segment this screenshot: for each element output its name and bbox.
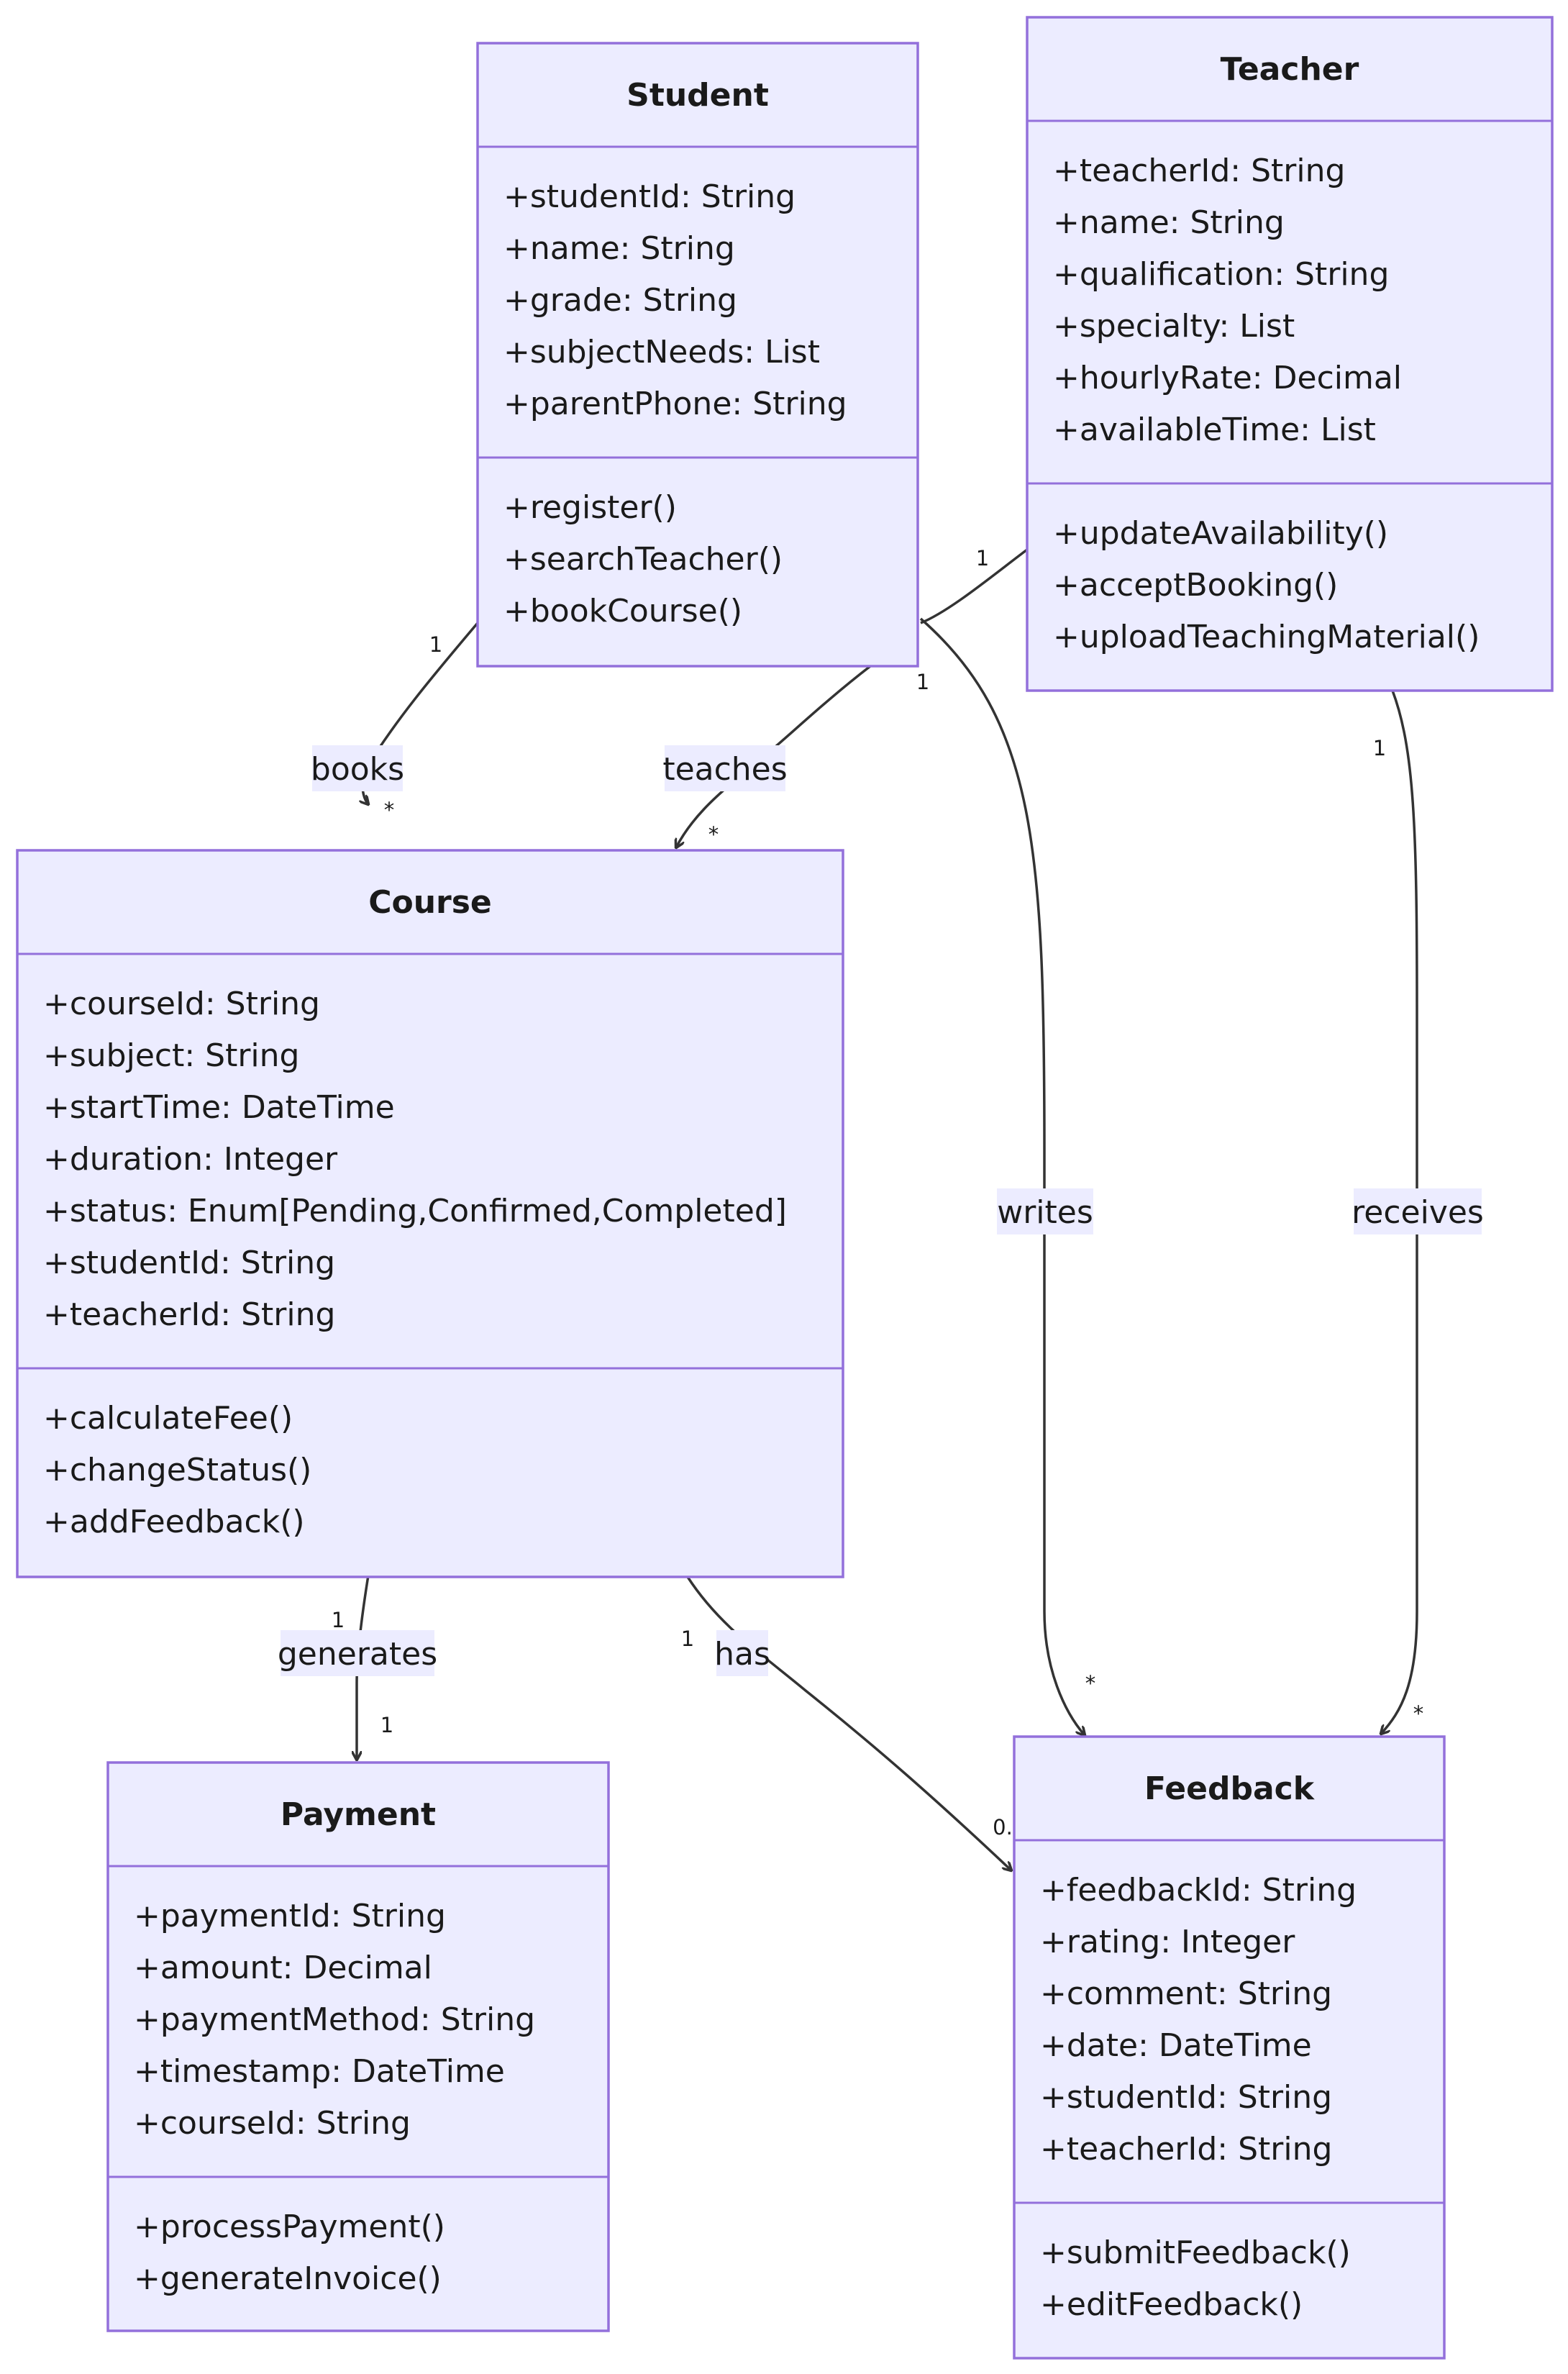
class-course: Course +courseId: String +subject: String +…: [16, 849, 844, 1578]
teacher-attribute: +availableTime: List: [1053, 411, 1376, 448]
teaches-label-bg: [665, 745, 785, 791]
payment-attribute: +paymentMethod: String: [134, 2001, 535, 2038]
student-attribute: +grade: String: [503, 282, 737, 319]
teaches-from-multiplicity: 1: [976, 546, 989, 570]
relation-generates: generates 1 1: [278, 1575, 437, 1760]
class-student: Student +studentId: String +name: String +g…: [476, 42, 919, 668]
course-attribute: +studentId: String: [43, 1245, 335, 1281]
student-class-name: Student: [626, 77, 769, 114]
payment-method: +processPayment(): [134, 2209, 445, 2245]
teacher-method: +updateAvailability(): [1053, 515, 1388, 552]
payment-box: [106, 1761, 610, 2332]
teaches-to-multiplicity: *: [708, 822, 719, 847]
receives-from-multiplicity: 1: [1373, 736, 1386, 760]
class-payment: Payment +paymentId: String +amount: Decima…: [106, 1761, 610, 2332]
writes-from-multiplicity: 1: [916, 670, 929, 694]
teacher-method: +uploadTeachingMaterial(): [1053, 619, 1480, 655]
course-method: +calculateFee(): [43, 1400, 293, 1437]
course-attribute: +teacherId: String: [43, 1296, 335, 1333]
relation-receives: receives 1 *: [1352, 690, 1484, 1734]
feedback-attribute: +date: DateTime: [1040, 2027, 1312, 2064]
feedback-class-name: Feedback: [1144, 1770, 1316, 1807]
payment-method: +generateInvoice(): [134, 2260, 442, 2297]
books-to-multiplicity: *: [384, 798, 395, 822]
payment-attribute: +courseId: String: [134, 2105, 411, 2142]
teacher-attribute: +name: String: [1053, 204, 1285, 241]
course-box: [16, 849, 844, 1578]
feedback-method: +submitFeedback(): [1040, 2234, 1351, 2271]
teacher-attribute: +specialty: List: [1053, 308, 1295, 345]
feedback-attribute: +feedbackId: String: [1040, 1872, 1357, 1909]
receives-edge: [1381, 690, 1418, 1734]
student-method: +searchTeacher(): [503, 541, 783, 578]
teacher-attribute: +teacherId: String: [1053, 153, 1345, 189]
student-method: +register(): [503, 489, 677, 526]
course-attribute: +status: Enum[Pending,Confirmed,Complete…: [43, 1193, 787, 1229]
teacher-attribute: +qualification: String: [1053, 256, 1389, 293]
has-label: has: [714, 1636, 770, 1673]
teaches-label: teaches: [662, 751, 787, 788]
payment-class-name: Payment: [281, 1796, 436, 1833]
has-label-bg: [716, 1630, 768, 1676]
feedback-attribute: +studentId: String: [1040, 2079, 1332, 2116]
relation-teaches: teaches 1 *: [662, 546, 989, 847]
has-to-multiplicity: 0.: [993, 1815, 1013, 1839]
class-feedback: Feedback +feedbackId: String +rating: Inte…: [1013, 1735, 1446, 2360]
course-attribute: +subject: String: [43, 1037, 299, 1074]
payment-attribute: +amount: Decimal: [134, 1950, 432, 1986]
class-teacher: Teacher +teacherId: String +name: String +q…: [1026, 16, 1554, 692]
student-method: +bookCourse(): [503, 593, 742, 629]
generates-label-bg: [281, 1630, 434, 1676]
teacher-class-name: Teacher: [1221, 51, 1359, 88]
writes-edge: [919, 617, 1085, 1735]
course-method: +changeStatus(): [43, 1452, 311, 1488]
relation-has: has 1 0.: [681, 1576, 1013, 1870]
teaches-connector: [920, 548, 1029, 624]
books-label: books: [311, 751, 404, 788]
feedback-attribute: +teacherId: String: [1040, 2131, 1332, 2168]
has-from-multiplicity: 1: [681, 1627, 694, 1651]
has-edge: [686, 1576, 1011, 1870]
course-attribute: +courseId: String: [43, 986, 320, 1022]
writes-label: writes: [997, 1194, 1093, 1231]
books-from-multiplicity: 1: [429, 632, 442, 657]
payment-attribute: +paymentId: String: [134, 1898, 446, 1934]
generates-to-multiplicity: 1: [380, 1713, 393, 1737]
generates-from-multiplicity: 1: [332, 1608, 345, 1632]
receives-to-multiplicity: *: [1413, 1701, 1424, 1726]
writes-to-multiplicity: *: [1085, 1671, 1096, 1696]
student-attribute: +name: String: [503, 230, 735, 267]
receives-label: receives: [1352, 1194, 1484, 1231]
student-attribute: +parentPhone: String: [503, 386, 847, 422]
course-class-name: Course: [368, 884, 492, 921]
teacher-method: +acceptBooking(): [1053, 567, 1338, 604]
relation-books: books 1 *: [311, 622, 479, 822]
relation-writes: writes 1 *: [916, 617, 1096, 1735]
feedback-method: +editFeedback(): [1040, 2286, 1303, 2323]
writes-label-bg: [997, 1188, 1093, 1234]
course-attribute: +duration: Integer: [43, 1141, 338, 1178]
payment-attribute: +timestamp: DateTime: [134, 2053, 505, 2090]
generates-label: generates: [278, 1636, 437, 1673]
course-attribute: +startTime: DateTime: [43, 1089, 395, 1126]
feedback-attribute: +comment: String: [1040, 1975, 1332, 2012]
course-method: +addFeedback(): [43, 1504, 305, 1540]
teacher-box: [1026, 16, 1554, 692]
feedback-attribute: +rating: Integer: [1040, 1924, 1295, 1960]
books-label-bg: [312, 745, 403, 791]
teacher-attribute: +hourlyRate: Decimal: [1053, 360, 1402, 396]
student-attribute: +subjectNeeds: List: [503, 334, 820, 370]
receives-label-bg: [1354, 1188, 1482, 1234]
student-attribute: +studentId: String: [503, 178, 796, 215]
